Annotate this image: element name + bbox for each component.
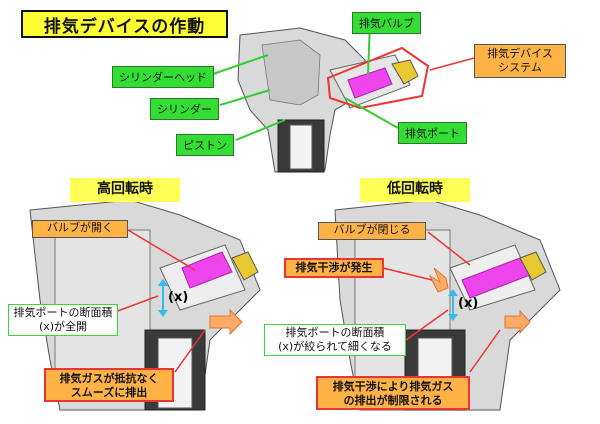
label-cylinder-head: シリンダーヘッド	[112, 66, 214, 88]
label-exhaust-system-line1: 排気デバイス	[487, 47, 553, 60]
left-result-line1: 排気ガスが抵抗なく	[59, 372, 159, 385]
left-result-note: 排気ガスが抵抗なく スムーズに排出	[44, 368, 174, 402]
interference-burst-icon	[428, 267, 449, 293]
top-exhaust-valve	[347, 67, 393, 99]
left-x-label: (x)	[168, 290, 189, 305]
top-engine-illustration	[237, 27, 430, 173]
label-cylinder: シリンダー	[150, 98, 219, 120]
right-engine-illustration	[334, 199, 561, 411]
label-interference: 排気干渉が発生	[284, 258, 384, 278]
right-result-line1: 排気干渉により排気ガス	[332, 380, 454, 393]
right-port-note-line1: 排気ポートの断面積	[285, 326, 385, 339]
label-piston: ピストン	[176, 134, 234, 156]
left-port-note-line2: (x)が全開	[38, 320, 88, 333]
right-port-note-line2: (x)が絞られて細くなる	[278, 340, 392, 353]
right-port-note: 排気ポートの断面積 (x)が絞られて細くなる	[264, 324, 406, 356]
right-x-label: (x)	[458, 296, 479, 311]
page-title: 排気デバイスの作動	[21, 10, 228, 38]
left-result-line2: スムーズに排出	[70, 386, 148, 399]
right-result-line2: の排出が制限される	[343, 394, 443, 407]
label-exhaust-system: 排気デバイス システム	[474, 44, 566, 78]
right-result-note: 排気干渉により排気ガス の排出が制限される	[316, 376, 470, 410]
left-leader-lines	[114, 229, 206, 373]
label-exhaust-valve: 排気バルブ	[352, 12, 421, 34]
right-leader-lines	[382, 231, 501, 373]
left-exhaust-valve	[181, 251, 233, 289]
left-port-note: 排気ポートの断面積 (x)が全開	[8, 304, 118, 336]
heading-high-rpm: 高回転時	[70, 178, 180, 202]
left-engine-illustration	[29, 199, 261, 411]
system-outline	[326, 46, 430, 110]
label-valve-open: バルブが開く	[32, 220, 128, 238]
left-port-note-line1: 排気ポートの断面積	[13, 306, 113, 319]
system-leader-line	[429, 57, 475, 71]
heading-low-rpm: 低回転時	[360, 178, 470, 202]
label-exhaust-system-line2: システム	[498, 61, 542, 74]
label-exhaust-port: 排気ポート	[398, 122, 467, 144]
right-flow-arrow	[504, 309, 531, 335]
label-valve-close: バルブが閉じる	[318, 222, 426, 240]
left-flow-arrow	[209, 308, 243, 336]
